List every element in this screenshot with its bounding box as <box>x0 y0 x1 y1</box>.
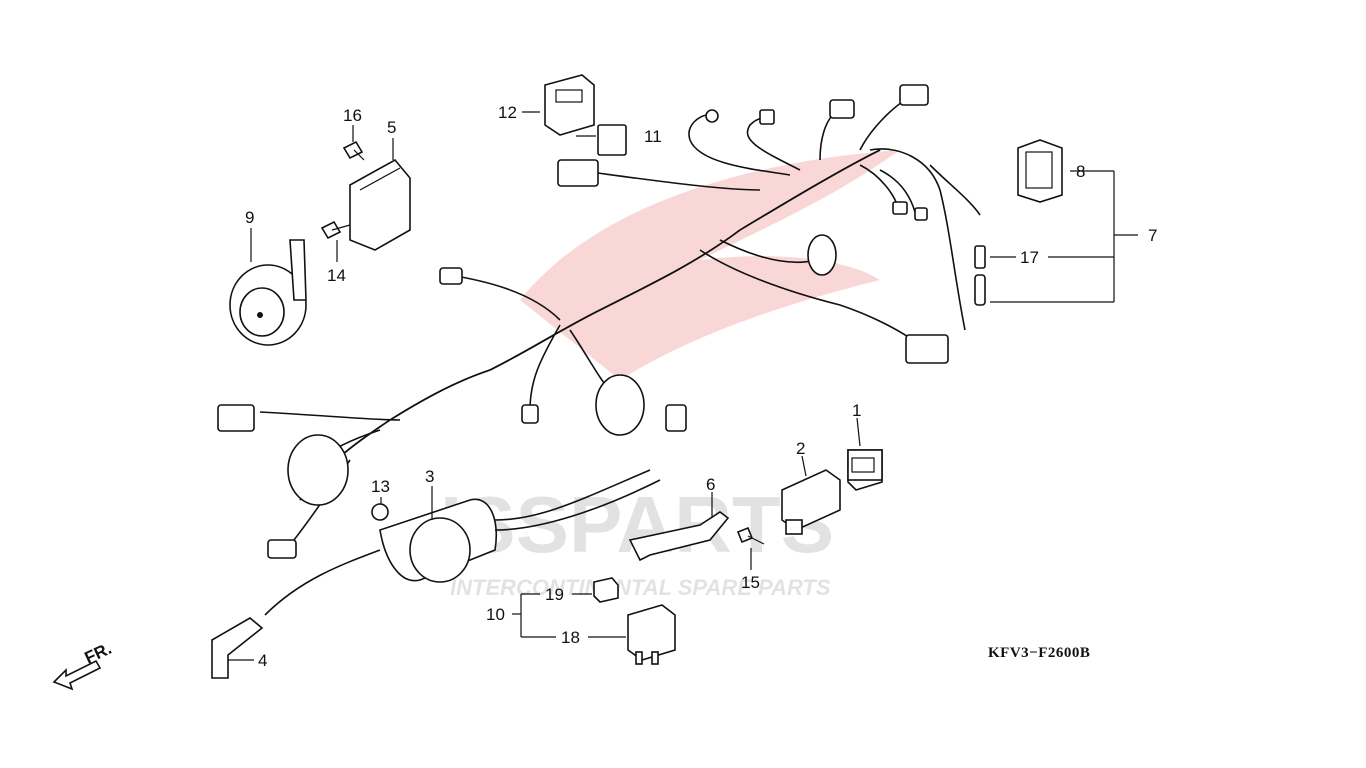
front-label: FR. <box>82 639 115 668</box>
label-17: 17 <box>1020 248 1039 267</box>
part-13-nut <box>371 503 389 521</box>
label-18: 18 <box>561 628 580 647</box>
label-16: 16 <box>343 106 362 125</box>
terminal-small-b <box>914 207 928 221</box>
part-18-relay <box>627 604 676 665</box>
part-17-fuse <box>974 245 986 306</box>
connector-top-mid <box>829 99 855 119</box>
grommet-lower <box>595 374 645 436</box>
part-5-regulator <box>349 158 411 251</box>
label-2: 2 <box>796 439 805 458</box>
terminal-small-a <box>892 201 908 215</box>
label-8: 8 <box>1076 162 1085 181</box>
front-arrow-icon <box>52 659 102 691</box>
part-19-socket <box>593 577 619 603</box>
ring-terminal <box>705 109 719 123</box>
connector-top-right <box>899 84 929 106</box>
connector-far-left <box>217 404 255 432</box>
label-11: 11 <box>644 127 662 146</box>
front-direction-marker: FR. <box>52 639 115 691</box>
watermark: ISSPARTS INTERCONTINENTAL SPARE PARTS <box>440 150 900 600</box>
label-13: 13 <box>371 477 390 496</box>
label-4: 4 <box>258 651 267 670</box>
harness-connectors <box>217 84 949 559</box>
part-3-ignition-coil <box>264 469 661 616</box>
label-15: 15 <box>741 573 760 592</box>
part-11-relay <box>597 124 627 156</box>
label-14: 14 <box>327 266 346 285</box>
part-8-fuse-box <box>1017 139 1063 203</box>
part-14-bolt <box>320 220 351 240</box>
label-12: 12 <box>498 103 517 122</box>
part-1-relay <box>847 449 883 491</box>
label-1: 1 <box>852 401 861 420</box>
label-9: 9 <box>245 208 254 227</box>
label-6: 6 <box>706 475 715 494</box>
grommet-right <box>807 234 837 276</box>
part-6-bracket <box>628 511 730 562</box>
diagram-code: KFV3−F2600B <box>988 645 1090 661</box>
connector-lower-plug <box>665 404 687 432</box>
watermark-tagline: INTERCONTINENTAL SPARE PARTS <box>450 575 831 600</box>
part-2-module <box>781 469 841 535</box>
connector-left-top <box>557 159 599 187</box>
connector-lower-branch <box>521 404 539 424</box>
part-9-horn <box>229 239 307 346</box>
watermark-logo-swoosh <box>520 150 900 380</box>
part-12-relay <box>544 74 595 136</box>
label-19: 19 <box>545 585 564 604</box>
connector-left-branch <box>439 267 463 285</box>
part-15-bolt <box>736 526 765 545</box>
label-7: 7 <box>1148 226 1157 245</box>
connector-right <box>905 334 949 364</box>
part-labels: 1 2 3 4 5 6 7 8 9 10 11 12 13 14 15 16 1… <box>245 103 1157 670</box>
leader-lines <box>228 111 1138 661</box>
label-5: 5 <box>387 118 396 137</box>
label-10: 10 <box>486 605 505 624</box>
part-4-spark-plug-cap <box>211 617 264 679</box>
grommet-left <box>287 434 349 506</box>
terminal-top <box>759 109 775 125</box>
label-3: 3 <box>425 467 434 486</box>
part-16-bolt <box>342 140 365 161</box>
connector-bottom-left <box>267 539 297 559</box>
